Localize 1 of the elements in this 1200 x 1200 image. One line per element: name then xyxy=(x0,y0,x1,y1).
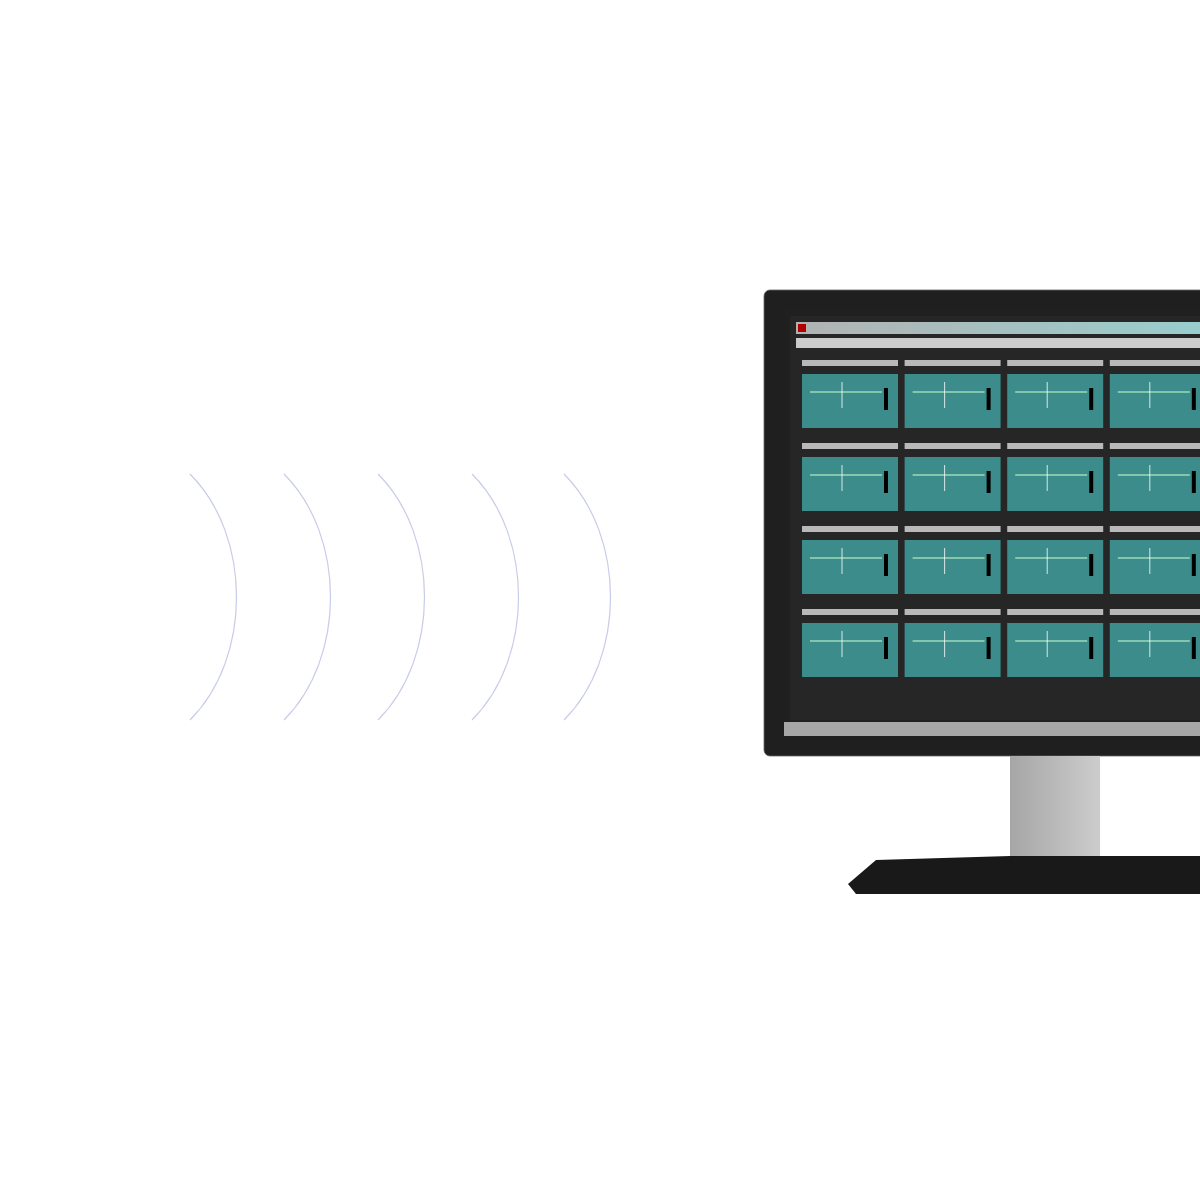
monitor-drawing xyxy=(763,289,1200,894)
